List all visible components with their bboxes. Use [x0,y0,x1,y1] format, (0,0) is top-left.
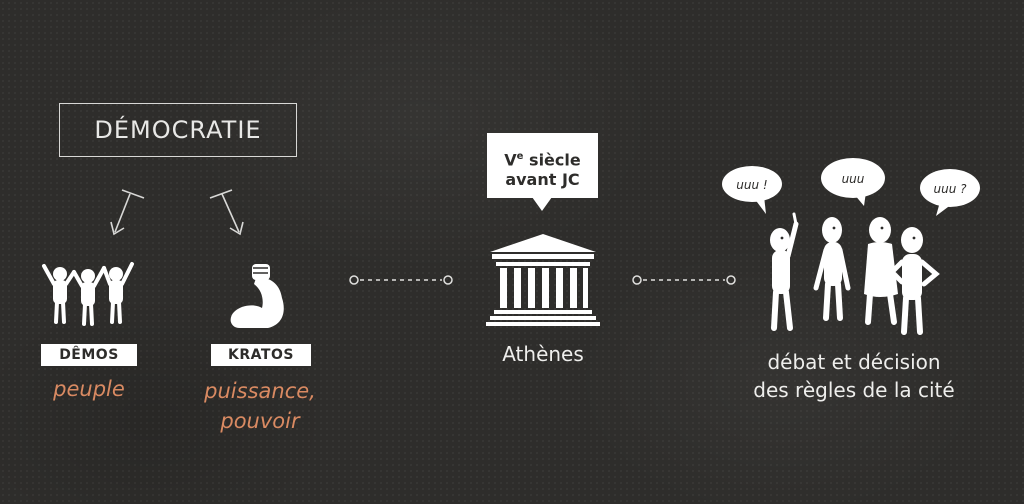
speech-bubbles-icon: uuu ! uuu uuu ? [722,158,980,216]
kratos-translation: puissance, pouvoir [190,376,330,436]
athens-label: Athènes [502,342,584,366]
century-word: siècle [523,150,581,170]
speech-bubble-3: uuu ? [934,182,968,196]
kratos-translation-line1: puissance, [204,379,316,403]
citizens-caption-line1: débat et décision [767,350,941,374]
century-superscript: e [516,151,524,162]
speech-bubble-2: uuu [842,172,865,186]
citizens-caption: débat et décision des règles de la cité [734,348,974,404]
speech-bubble-1: uuu ! [736,178,767,192]
kratos-word-box: KRATOS [211,344,311,366]
century-numeral: V [504,150,517,170]
greek-temple-icon [486,234,600,326]
connector-left [349,275,453,285]
arrow-to-kratos-icon [209,189,244,236]
arrow-to-demos-icon [110,189,145,236]
century-line2: avant JC [505,170,580,190]
century-bubble: Ve siècle avant JC [487,133,598,198]
demos-word-box: DÊMOS [41,344,137,366]
century-line1: Ve siècle [487,147,598,170]
connector-right [632,275,736,285]
democratie-title: DÉMOCRATIE [94,116,262,144]
demos-translation: peuple [53,377,125,401]
people-icon [42,262,134,326]
citizens-caption-line2: des règles de la cité [753,378,955,402]
democratie-title-box: DÉMOCRATIE [59,103,297,157]
kratos-translation-line2: pouvoir [220,409,300,433]
debating-citizens-icon [770,212,940,335]
flexed-bicep-icon [230,264,284,328]
bubble-tail-icon [532,197,552,211]
demos-word: DÊMOS [59,347,119,363]
kratos-word: KRATOS [228,347,294,363]
